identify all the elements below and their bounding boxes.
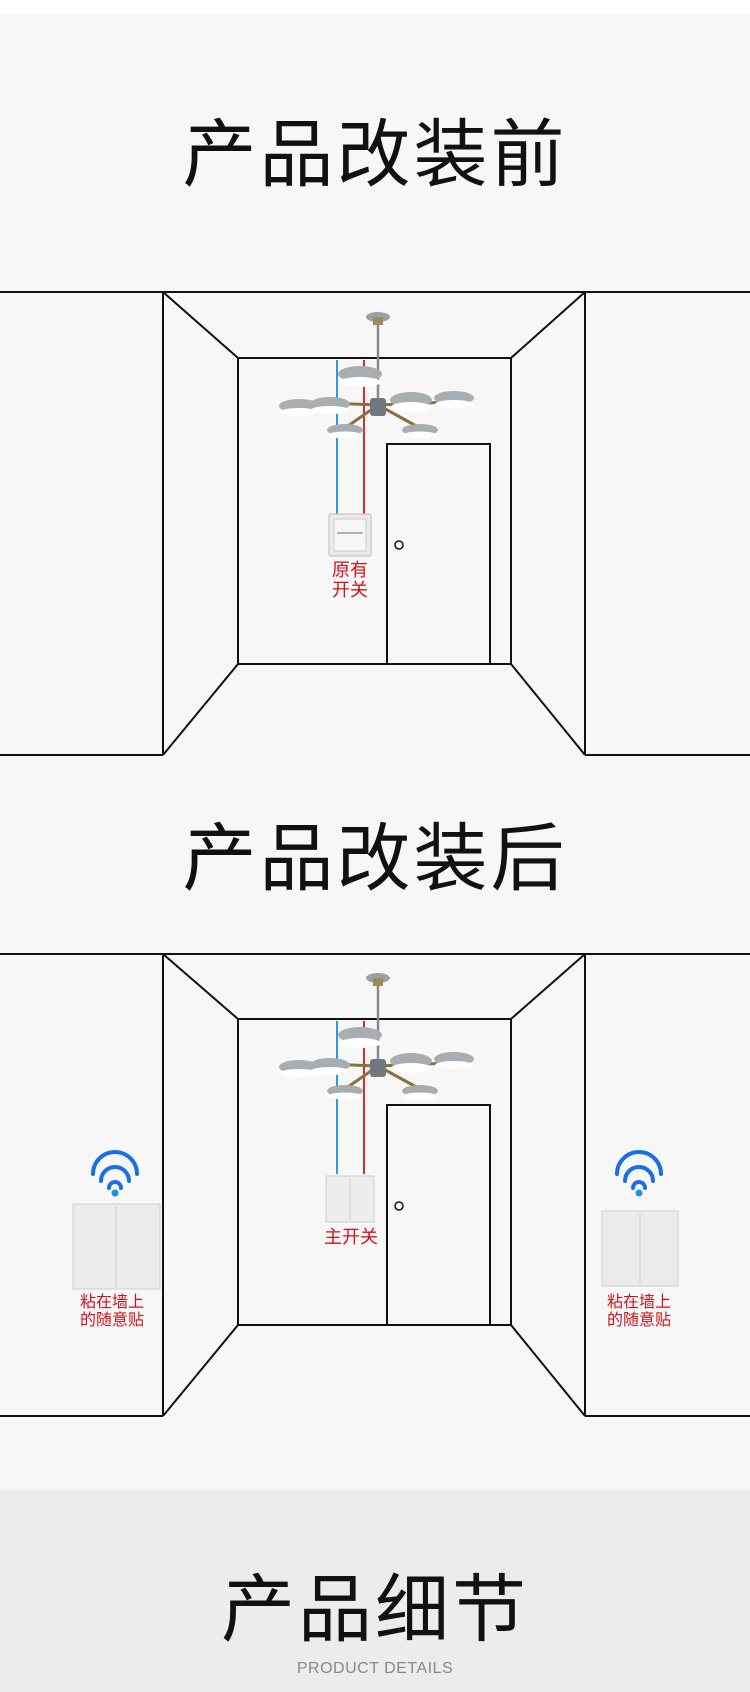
door-knob-icon — [394, 1201, 404, 1211]
chandelier-icon — [279, 973, 474, 1100]
details-title: 产品细节 — [221, 1567, 529, 1653]
left-sticker-label-line1: 粘在墙上 — [80, 1292, 144, 1311]
wifi-icon — [91, 1150, 139, 1190]
details-band — [0, 1490, 750, 1692]
switch-label-line1: 原有 — [332, 560, 368, 581]
right-sticker-label-line2: 的随意贴 — [607, 1310, 671, 1329]
main-switch-label: 主开关 — [324, 1227, 378, 1248]
heading-before: 产品改装前 — [182, 112, 568, 198]
main-switch-icon — [325, 1175, 375, 1223]
wifi-dot — [111, 1189, 119, 1197]
top-strip — [0, 0, 750, 14]
room-lines — [0, 291, 750, 756]
room-before: 原有 开关 — [0, 291, 750, 756]
room-lines — [0, 953, 750, 1417]
door — [386, 443, 491, 665]
chandelier-icon — [279, 312, 474, 439]
wifi-dot — [635, 1189, 643, 1197]
right-sticker-label-line1: 粘在墙上 — [607, 1292, 671, 1311]
left-sticker-switch — [72, 1203, 161, 1290]
room-after: 主开关 粘在墙上 的随意贴 粘在墙上 的随意贴 — [0, 953, 750, 1417]
switch-label-line2: 开关 — [332, 580, 368, 601]
door-knob-icon — [394, 540, 404, 550]
details-subtitle: PRODUCT DETAILS — [296, 1660, 454, 1677]
wifi-icon — [615, 1150, 663, 1190]
door — [386, 1104, 491, 1326]
right-sticker-switch — [601, 1210, 679, 1287]
wall-switch-icon — [328, 513, 372, 557]
heading-after: 产品改装后 — [182, 816, 568, 902]
left-sticker-label-line2: 的随意贴 — [80, 1310, 144, 1329]
